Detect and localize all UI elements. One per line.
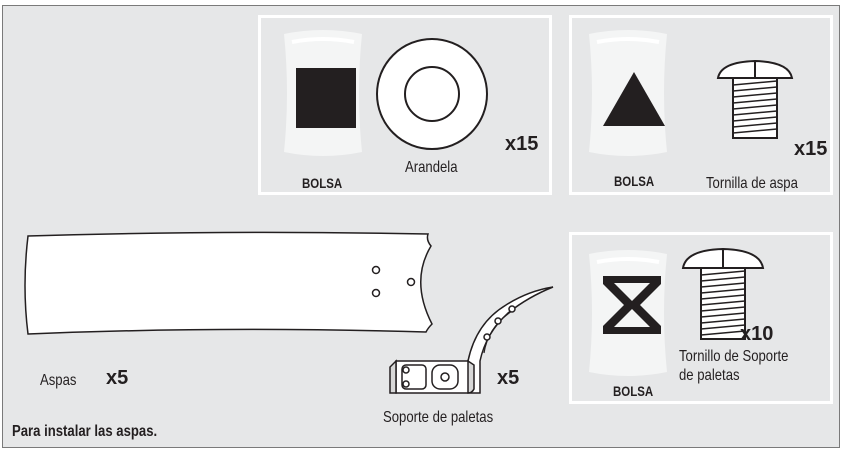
bag-label: BOLSA [302,175,343,191]
blade-label: Aspas [40,372,77,389]
blade-bracket-illustration [389,286,554,394]
bracket-screw-quantity: x10 [740,323,774,345]
blade-quantity: x5 [106,367,129,389]
washer-icon [376,38,488,150]
hourglass-symbol-icon [603,276,661,334]
fan-blade-illustration [24,231,433,335]
screw-icon [716,59,794,139]
washer-label: Arandela [405,159,458,176]
bracket-screw-label-line2: de paletas [679,367,740,384]
bag-label: BOLSA [614,173,655,189]
bracket-quantity: x5 [497,367,520,389]
triangle-symbol-icon [603,72,665,126]
blade-screw-label: Tornilla de aspa [706,175,798,192]
screw-icon [681,247,765,340]
bracket-screw-label-line1: Tornillo de Soporte [679,348,789,365]
washer-quantity: x15 [505,133,539,155]
bag-label: BOLSA [613,383,654,399]
bracket-label: Soporte de paletas [383,409,494,426]
square-symbol-icon [296,68,356,128]
caption: Para instalar las aspas. [12,423,158,440]
blade-screw-quantity: x15 [794,138,828,160]
